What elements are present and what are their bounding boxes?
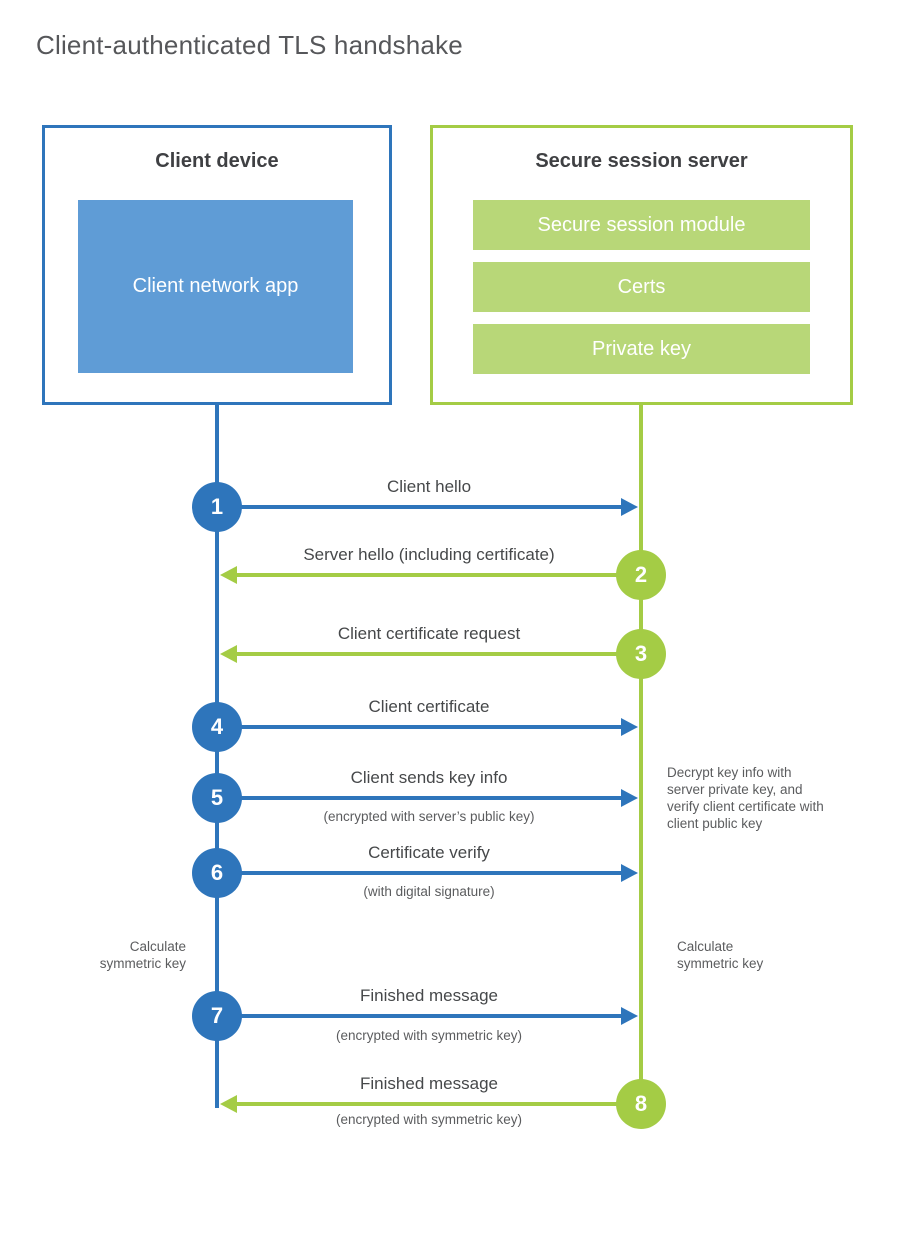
step-5-arrowhead bbox=[621, 789, 638, 807]
step-4-arrowhead bbox=[621, 718, 638, 736]
step-3-arrow bbox=[237, 652, 641, 656]
step-7-label: Finished message bbox=[360, 986, 498, 1005]
secure-session-server-box: Secure session server Secure session mod… bbox=[430, 125, 853, 405]
step-8-circle: 8 bbox=[616, 1079, 666, 1129]
calculate-symmetric-key-note-client: Calculate symmetric key bbox=[99, 939, 186, 971]
step-1-arrowhead bbox=[621, 498, 638, 516]
client-network-app-label: Client network app bbox=[132, 275, 299, 297]
server-module-secure-session-module: Secure session module bbox=[473, 200, 810, 250]
step-8-arrow bbox=[237, 1102, 641, 1106]
client-device-title: Client device bbox=[155, 150, 279, 172]
step-6-sublabel: (with digital signature) bbox=[363, 884, 495, 899]
server-module-private-key: Private key bbox=[473, 324, 810, 374]
step-3-label: Client certificate request bbox=[337, 624, 521, 643]
step-1-circle: 1 bbox=[192, 482, 242, 532]
step-7-sublabel: (encrypted with symmetric key) bbox=[335, 1028, 523, 1043]
step-1-arrow bbox=[217, 505, 623, 509]
step-6-circle: 6 bbox=[192, 848, 242, 898]
step-3-circle: 3 bbox=[616, 629, 666, 679]
step-8-label: Finished message bbox=[360, 1074, 498, 1093]
step-2-arrow bbox=[237, 573, 641, 577]
step-8-arrowhead bbox=[220, 1095, 237, 1113]
step-4-circle: 4 bbox=[192, 702, 242, 752]
step-7-arrow bbox=[217, 1014, 623, 1018]
step-4-label: Client certificate bbox=[368, 697, 490, 716]
step-2-label: Server hello (including certificate) bbox=[303, 545, 555, 564]
step-5-label: Client sends key info bbox=[350, 768, 508, 787]
server-lifeline bbox=[639, 405, 643, 1105]
calculate-symmetric-key-note-server: Calculate symmetric key bbox=[677, 939, 764, 971]
step-5-sublabel: (encrypted with server’s public key) bbox=[323, 809, 535, 824]
step-5-arrow bbox=[217, 796, 623, 800]
client-device-box: Client device Client network app bbox=[42, 125, 392, 405]
step-8-sublabel: (encrypted with symmetric key) bbox=[335, 1112, 523, 1127]
step-6-arrow bbox=[217, 871, 623, 875]
step-4-arrow bbox=[217, 725, 623, 729]
step-2-circle: 2 bbox=[616, 550, 666, 600]
client-network-app-box: Client network app bbox=[78, 200, 353, 373]
step-5-circle: 5 bbox=[192, 773, 242, 823]
client-lifeline bbox=[215, 405, 219, 1108]
page-title: Client-authenticated TLS handshake bbox=[36, 30, 463, 60]
decrypt-key-note: Decrypt key info with server private key… bbox=[667, 765, 824, 831]
step-3-arrowhead bbox=[220, 645, 237, 663]
server-module-certs: Certs bbox=[473, 262, 810, 312]
step-2-arrowhead bbox=[220, 566, 237, 584]
step-7-arrowhead bbox=[621, 1007, 638, 1025]
step-6-label: Certificate verify bbox=[368, 843, 490, 862]
step-1-label: Client hello bbox=[386, 477, 472, 496]
step-6-arrowhead bbox=[621, 864, 638, 882]
secure-session-server-title: Secure session server bbox=[535, 150, 748, 172]
step-7-circle: 7 bbox=[192, 991, 242, 1041]
